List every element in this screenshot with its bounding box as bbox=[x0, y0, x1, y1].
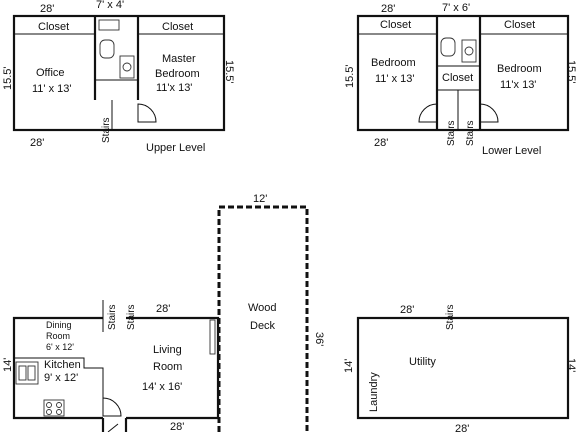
sink-basin-icon bbox=[27, 365, 36, 381]
upper-left-depth: 15.5' bbox=[2, 66, 14, 90]
wood-deck-plan: 12' Wood Deck 36' bbox=[217, 193, 325, 432]
lower-right-depth: 15.5' bbox=[565, 60, 576, 84]
lower-door-swing-left-icon bbox=[418, 103, 438, 123]
upper-closet-left: Closet bbox=[38, 21, 69, 33]
lower-level-plan: 28' 7' x 6' Closet Closet Closet Bedroom… bbox=[344, 2, 576, 157]
lower-bedroom-left-size: 11' x 13' bbox=[375, 73, 414, 85]
upper-bath-dims: 7' x 4' bbox=[96, 0, 124, 11]
main-stairs-left-label: Stairs bbox=[107, 304, 118, 330]
lower-closet-center: Closet bbox=[442, 72, 473, 84]
sink-basin-icon bbox=[18, 365, 27, 381]
burner-icon bbox=[46, 409, 52, 415]
master-bedroom-size: 11'x 13' bbox=[156, 82, 192, 94]
living-size: 14' x 16' bbox=[142, 381, 182, 393]
basement-left-depth: 14' bbox=[343, 359, 355, 373]
lower-bedroom-right-label: Bedroom bbox=[497, 63, 542, 75]
kitchen-wall bbox=[14, 357, 104, 400]
office-size: 11' x 13' bbox=[32, 83, 71, 95]
dining-label-1: Dining bbox=[46, 320, 72, 330]
lower-bedroom-right-size: 11'x 13' bbox=[500, 79, 536, 91]
sliding-door-icon bbox=[209, 319, 216, 355]
upper-bottom-width: 28' bbox=[30, 137, 44, 149]
kitchen-size: 9' x 12' bbox=[44, 372, 78, 384]
deck-label-2: Deck bbox=[250, 320, 276, 332]
basement-top-width: 28' bbox=[400, 304, 414, 316]
basement-bottom-width: 28' bbox=[455, 423, 469, 432]
lower-left-depth: 15.5' bbox=[344, 64, 356, 88]
living-label-1: Living bbox=[153, 344, 182, 356]
master-bedroom-label-1: Master bbox=[162, 53, 196, 65]
upper-top-width: 28' bbox=[40, 3, 54, 15]
toilet-icon bbox=[440, 37, 456, 57]
deck-width: 12' bbox=[253, 193, 267, 205]
basement-outer-wall bbox=[356, 316, 570, 420]
upper-level-plan: 28' 7' x 4' Closet Closet Office 11' x 1… bbox=[2, 0, 235, 154]
main-left-depth: 14' bbox=[2, 358, 14, 372]
dining-label-2: Room bbox=[46, 331, 70, 341]
utility-label: Utility bbox=[409, 356, 436, 368]
lower-top-width: 28' bbox=[381, 3, 395, 15]
lower-door-swing-right-icon bbox=[479, 103, 499, 123]
burner-icon bbox=[46, 402, 52, 408]
master-bedroom-label-2: Bedroom bbox=[155, 68, 200, 80]
upper-level-label: Upper Level bbox=[146, 142, 205, 154]
main-bottom-width: 28' bbox=[170, 421, 184, 432]
living-label-2: Room bbox=[153, 361, 182, 373]
bathtub-icon bbox=[98, 19, 120, 31]
toilet-icon bbox=[99, 39, 115, 59]
deck-label-1: Wood bbox=[248, 302, 277, 314]
office-label: Office bbox=[36, 67, 65, 79]
main-door-swing-icon bbox=[102, 397, 122, 417]
main-stairs-right-label: Stairs bbox=[126, 304, 137, 330]
main-level-plan: Stairs Stairs 28' Dining Room 6' x 12' K… bbox=[2, 300, 220, 432]
burner-icon bbox=[56, 409, 62, 415]
lower-bottom-width: 28' bbox=[374, 137, 388, 149]
lower-level-label: Lower Level bbox=[482, 145, 541, 157]
lower-outer-wall bbox=[356, 14, 570, 132]
sink-basin-icon bbox=[464, 46, 474, 56]
upper-stairs-label: Stairs bbox=[101, 117, 112, 143]
lower-closet-right: Closet bbox=[504, 19, 535, 31]
upper-closet-right: Closet bbox=[162, 21, 193, 33]
lower-bedroom-left-label: Bedroom bbox=[371, 57, 416, 69]
main-outer-wall-left bbox=[12, 316, 103, 420]
basement-plan: 28' Stairs Utility Laundry 28' 14' 14' bbox=[343, 304, 576, 432]
lower-closet-left: Closet bbox=[380, 19, 411, 31]
upper-right-depth: 15.5' bbox=[223, 60, 235, 84]
basement-stairs-label: Stairs bbox=[445, 304, 456, 330]
deck-outline bbox=[217, 205, 309, 432]
kitchen-label: Kitchen bbox=[44, 359, 81, 371]
basement-right-depth: 14' bbox=[565, 358, 576, 372]
sink-basin-icon bbox=[122, 62, 132, 72]
lower-bath-dims: 7' x 6' bbox=[442, 2, 470, 14]
deck-depth: 36' bbox=[313, 332, 325, 346]
upper-door-swing-icon bbox=[137, 103, 157, 123]
main-lower-stair-icon bbox=[107, 423, 119, 432]
main-top-width: 28' bbox=[156, 303, 170, 315]
lower-stairs-right-label: Stairs bbox=[465, 120, 476, 146]
lower-stairs-left-label: Stairs bbox=[446, 120, 457, 146]
burner-icon bbox=[56, 402, 62, 408]
laundry-label: Laundry bbox=[368, 372, 380, 412]
upper-outer-wall bbox=[12, 14, 226, 132]
dining-size: 6' x 12' bbox=[46, 342, 74, 352]
